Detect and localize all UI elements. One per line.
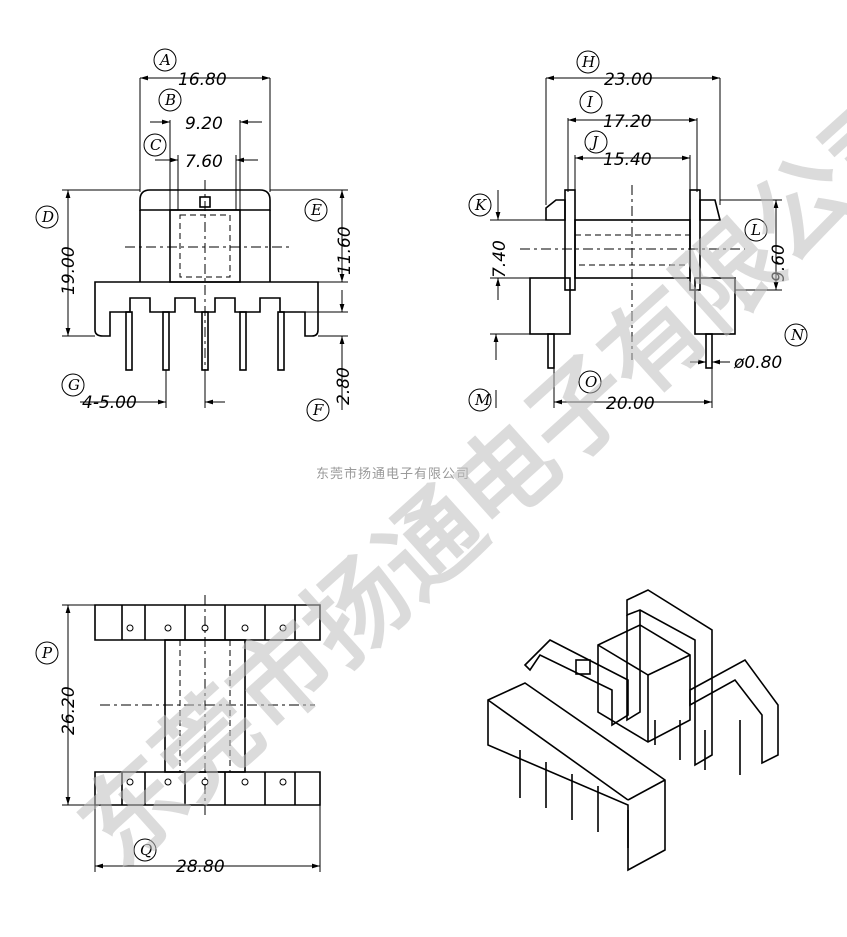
isometric-view [487, 589, 779, 872]
dim-C-value: 7.60 [185, 152, 223, 172]
callout-N: N [790, 326, 805, 344]
callout-G: G [68, 376, 80, 394]
dim-N-value: ø0.80 [733, 353, 782, 373]
dim-P-value: 26.20 [59, 686, 79, 735]
callout-H: H [581, 53, 596, 71]
watermark: 东莞市扬通电子有限公司 [58, 65, 847, 888]
dim-H-value: 23.00 [604, 70, 653, 90]
dim-J-value: 15.40 [603, 150, 652, 170]
callout-J: J [589, 133, 599, 151]
company-caption: 东莞市扬通电子有限公司 [316, 466, 470, 482]
callout-B: B [164, 91, 176, 109]
front-pins [125, 311, 285, 371]
side-view: H 23.00 I 17.20 J 15.40 K 7.40 L 9.60 [468, 50, 808, 414]
bottom-view: P 26.20 Q 28.80 [35, 595, 321, 877]
callout-M: M [474, 391, 491, 409]
dim-Q-value: 28.80 [176, 857, 225, 877]
dim-L-value: 9.60 [769, 244, 789, 282]
callout-Q: Q [140, 841, 152, 859]
dim-F-value: 2.80 [334, 367, 354, 405]
callout-A: A [158, 51, 171, 69]
callout-F: F [312, 401, 324, 419]
callout-E: E [310, 201, 322, 219]
callout-D: D [41, 208, 54, 226]
dim-D-value: 19.00 [59, 246, 79, 295]
callout-I: I [586, 93, 594, 111]
callout-O: O [585, 373, 597, 391]
dim-K-value: 7.40 [490, 240, 510, 278]
dim-I-value: 17.20 [603, 112, 652, 132]
dim-B-value: 9.20 [185, 114, 223, 134]
dim-E-value: 11.60 [335, 226, 355, 275]
dim-A-value: 16.80 [178, 70, 227, 90]
dim-O-value: 20.00 [606, 394, 655, 414]
callout-K: K [474, 196, 487, 214]
callout-L: L [750, 221, 761, 239]
front-view: A 16.80 B 9.20 C 7.60 D 19.00 E 11.60 [35, 48, 355, 422]
callout-C: C [150, 136, 162, 154]
dim-G-value: 4-5.00 [82, 393, 137, 413]
callout-P: P [41, 644, 53, 662]
